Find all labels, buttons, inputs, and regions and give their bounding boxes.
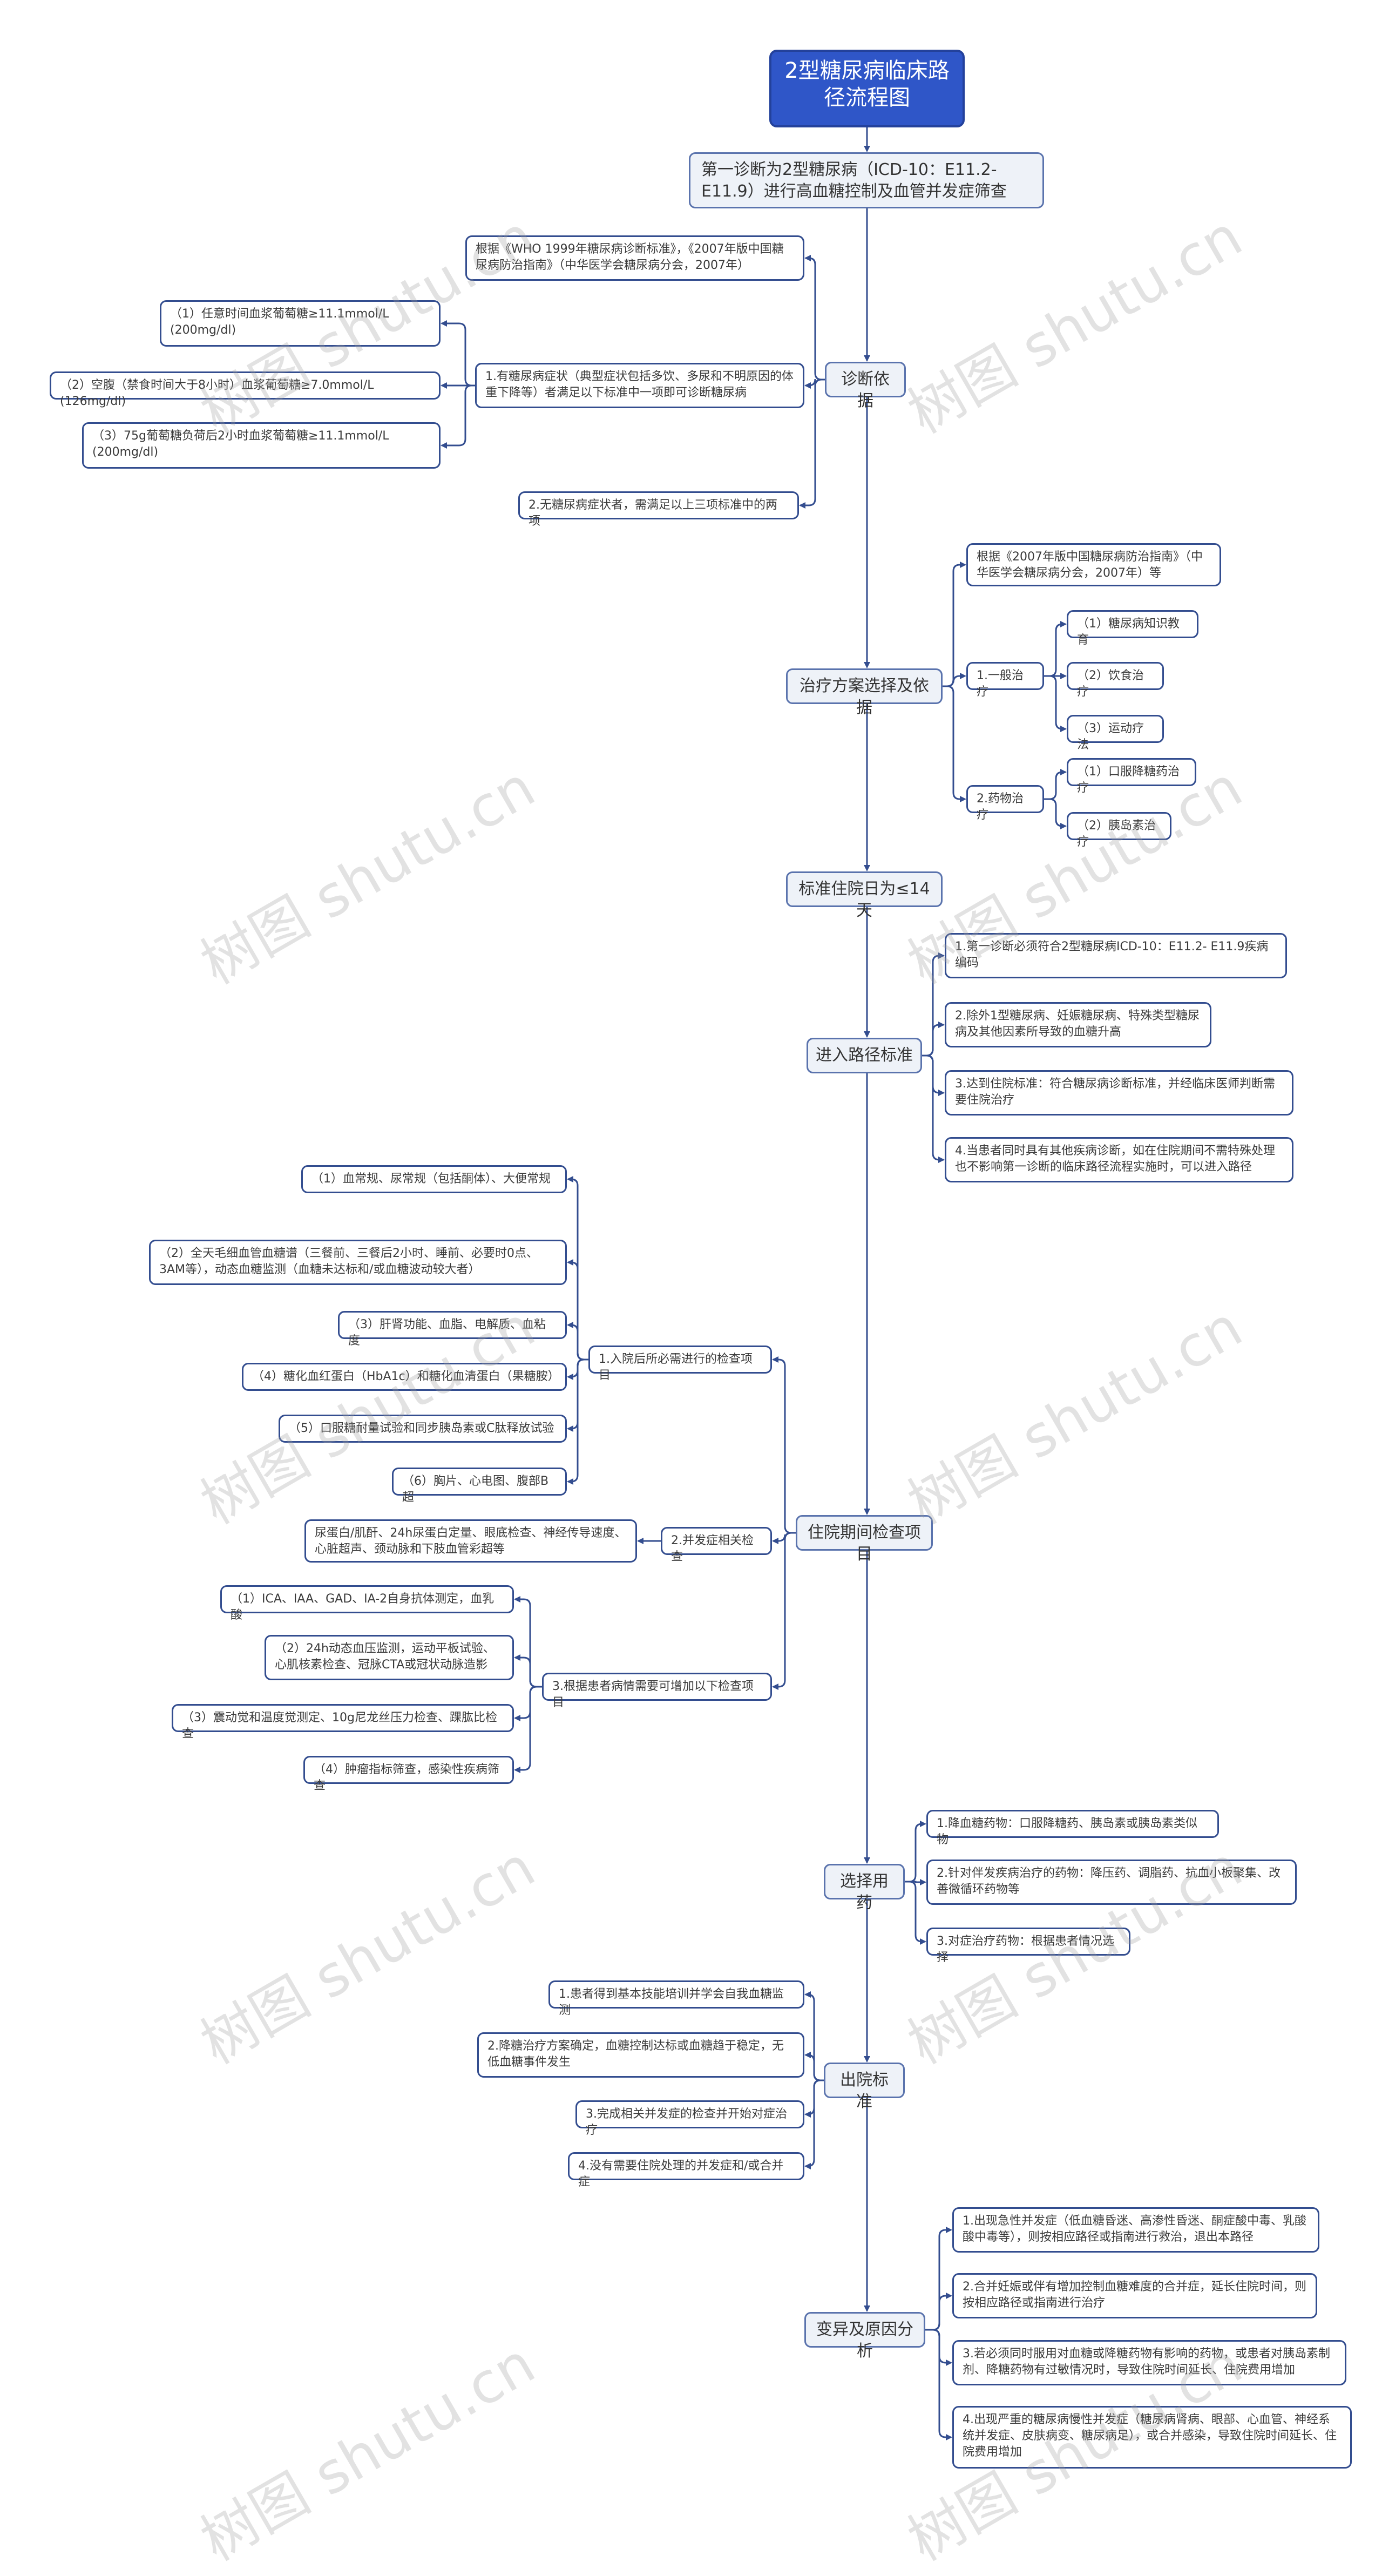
discharge-item-3[interactable]: 3.完成相关并发症的检查并开始对症治疗 [575, 2100, 804, 2137]
diagnosis-item-1-sub-3[interactable]: （3）75g葡萄糖负荷后2小时血浆葡萄糖≥11.1mmol/L (200mg/d… [82, 422, 441, 469]
exams-group-1-sub-4[interactable]: （4）糖化血红蛋白（HbA1c）和糖化血清蛋白（果糖胺） [242, 1363, 567, 1391]
discharge-item-4[interactable]: 4.没有需要住院处理的并发症和/或合并症 [568, 2152, 804, 2189]
drugs-item-1[interactable]: 1.降血糖药物：口服降糖药、胰岛素或胰岛素类似物 [926, 1810, 1219, 1847]
variation-item-3[interactable]: 3.若必须同时服用对血糖或降糖药物有影响的药物，或患者对胰岛素制剂、降糖药物有过… [952, 2340, 1346, 2385]
diagnosis-item-2[interactable]: 2.无糖尿病症状者，需满足以上三项标准中的两项 [518, 491, 799, 528]
exams-group-1-sub-5[interactable]: （5）口服糖耐量试验和同步胰岛素或C肽释放试验 [279, 1415, 567, 1443]
variation-item-4[interactable]: 4.出现严重的糖尿病慢性并发症（糖尿病肾病、眼部、心血管、神经系统并发症、皮肤病… [952, 2406, 1352, 2469]
branch-arrow [922, 1022, 945, 1057]
exams-group-1-sub-6[interactable]: （6）胸片、心电图、腹部B超 [392, 1468, 567, 1504]
variation-item-2[interactable]: 2.合并妊娠或伴有增加控制血糖难度的合并症，延长住院时间，则按相应路径或指南进行… [952, 2273, 1317, 2318]
branch-arrow [943, 562, 966, 687]
branch-arrow [567, 1322, 588, 1361]
branch-arrow [943, 685, 966, 802]
discharge-item-1[interactable]: 1.患者得到基本技能培训并学会自我血糖监测 [548, 1980, 804, 2017]
branch-arrow [925, 2329, 952, 2440]
treatment-general-sub-1[interactable]: （1）糖尿病知识教育 [1067, 610, 1198, 647]
branch-arrow [514, 1596, 542, 1688]
treatment-drug-sub-2[interactable]: （2）胰岛素治疗 [1067, 812, 1171, 849]
branch-arrow [905, 1821, 926, 1883]
branch-arrow [1044, 798, 1067, 829]
section-discharge[interactable]: 出院标准 [824, 2063, 905, 2111]
discharge-item-2[interactable]: 2.降糖治疗方案确定，血糖控制达标或血糖趋于稳定，无低血糖事件发生 [477, 2032, 804, 2078]
variation-item-1[interactable]: 1.出现急性并发症（低血糖昏迷、高渗性昏迷、酮症酸中毒、乳酸酸中毒等），则按相应… [952, 2207, 1319, 2253]
branch-arrow [925, 2293, 952, 2331]
exams-group-3-sub-2[interactable]: （2）24h动态血压监测，运动平板试验、心肌核素检查、冠脉CTA或冠状动脉造影 [265, 1635, 514, 1680]
branch-arrow [1044, 769, 1067, 800]
exams-group-3-sub-3[interactable]: （3）震动觉和温度觉测定、10g尼龙丝压力检查、踝肱比检查 [172, 1704, 514, 1741]
branch-arrow [441, 320, 475, 387]
branch-arrow [925, 2227, 952, 2331]
mindmap-canvas: 2型糖尿病临床路径流程图 第一诊断为2型糖尿病（ICD-10：E11.2- E1… [50, 50, 1352, 2573]
exams-group-1-sub-2[interactable]: （2）全天毛细血管血糖谱（三餐前、三餐后2小时、睡前、必要时0点、3AM等），动… [149, 1240, 567, 1285]
treatment-basis[interactable]: 根据《2007年版中国糖尿病防治指南》（中华医学会糖尿病分会，2007年）等 [966, 543, 1221, 586]
branch-arrow [1044, 675, 1067, 732]
branch-arrow [804, 2079, 824, 2169]
exams-group-2-sub[interactable]: 尿蛋白/肌酐、24h尿蛋白定量、眼底检查、神经传导速度、心脏超声、颈动脉和下肢血… [304, 1519, 637, 1563]
drugs-item-2[interactable]: 2.针对伴发疾病治疗的药物：降压药、调脂药、抗血小板聚集、改善微循环药物等 [926, 1860, 1297, 1905]
branch-arrow [1044, 621, 1067, 677]
diagnosis-basis[interactable]: 根据《WHO 1999年糖尿病诊断标准》，《2007年版中国糖尿病防治指南》（中… [465, 235, 804, 281]
exams-group-3-sub-1[interactable]: （1）ICA、IAA、GAD、IA-2自身抗体测定，血乳酸 [220, 1585, 514, 1622]
treatment-general-sub-3[interactable]: （3）运动疗法 [1067, 715, 1164, 752]
root-node[interactable]: 2型糖尿病临床路径流程图 [769, 50, 965, 127]
section-entry[interactable]: 进入路径标准 [807, 1038, 922, 1073]
treatment-drug[interactable]: 2.药物治疗 [966, 785, 1044, 822]
branch-arrow [804, 255, 825, 381]
exams-group-3[interactable]: 3.根据患者病情需要可增加以下检查项目 [542, 1673, 772, 1709]
entry-item-3[interactable]: 3.达到住院标准：符合糖尿病诊断标准，并经临床医师判断需要住院治疗 [945, 1070, 1293, 1115]
branch-arrow [925, 2329, 952, 2366]
entry-item-2[interactable]: 2.除外1型糖尿病、妊娠糖尿病、特殊类型糖尿病及其他因素所导致的血糖升高 [945, 1002, 1211, 1047]
exams-group-1-sub-1[interactable]: （1）血常规、尿常规（包括酮体）、大便常规 [301, 1165, 567, 1193]
diagnosis-item-1-sub-2[interactable]: （2）空腹（禁食时间大于8小时）血浆葡萄糖≥7.0mmol/L (126mg/d… [50, 371, 441, 408]
diagnosis-item-1[interactable]: 1.有糖尿病症状（典型症状包括多饮、多尿和不明原因的体重下降等）者满足以下标准中… [475, 363, 804, 408]
entry-item-4[interactable]: 4.当患者同时具有其他疾病诊断，如在住院期间不需特殊处理也不影响第一诊断的临床路… [945, 1137, 1293, 1182]
exams-group-1-sub-3[interactable]: （3）肝肾功能、血脂、电解质、血粘度 [338, 1311, 567, 1348]
section-treatment[interactable]: 治疗方案选择及依据 [786, 668, 943, 717]
branch-arrow [514, 1686, 542, 1721]
branch-arrow [772, 1356, 796, 1534]
section-variation[interactable]: 变异及原因分析 [804, 2312, 925, 2361]
branch-arrow [922, 1054, 945, 1163]
section-diagnosis[interactable]: 诊断依据 [825, 362, 906, 410]
treatment-general[interactable]: 1.一般治疗 [966, 662, 1044, 699]
branch-arrow [772, 1532, 796, 1690]
section-drugs[interactable]: 选择用药 [824, 1864, 905, 1912]
exams-group-1[interactable]: 1.入院后所必需进行的检查项目 [588, 1346, 772, 1382]
branch-arrow [514, 1686, 542, 1773]
drugs-item-3[interactable]: 3.对症治疗药物：根据患者情况选择 [926, 1928, 1130, 1964]
section-exams[interactable]: 住院期间检查项目 [796, 1515, 933, 1564]
branch-arrow [905, 1881, 926, 1945]
entry-item-1[interactable]: 1.第一诊断必须符合2型糖尿病ICD-10：E11.2- E11.9疾病编码 [945, 933, 1287, 978]
exams-group-2[interactable]: 2.并发症相关检查 [661, 1527, 772, 1564]
diagnosis-item-1-sub-1[interactable]: （1）任意时间血浆葡萄糖≥11.1mmol/L (200mg/dl) [160, 300, 441, 347]
first-diagnosis-node[interactable]: 第一诊断为2型糖尿病（ICD-10：E11.2- E11.9）进行高血糖控制及血… [689, 152, 1044, 208]
branch-arrow [567, 1358, 588, 1485]
section-stay[interactable]: 标准住院日为≤14天 [786, 871, 943, 920]
branch-arrow [799, 378, 825, 509]
treatment-drug-sub-1[interactable]: （1）口服降糖药治疗 [1067, 758, 1196, 795]
connector-lines [441, 127, 1067, 2440]
branch-arrow [441, 384, 475, 449]
exams-group-3-sub-4[interactable]: （4）肿瘤指标筛查，感染性疾病筛查 [303, 1756, 514, 1793]
branch-arrow [514, 1654, 542, 1688]
treatment-general-sub-2[interactable]: （2）饮食治疗 [1067, 662, 1164, 699]
